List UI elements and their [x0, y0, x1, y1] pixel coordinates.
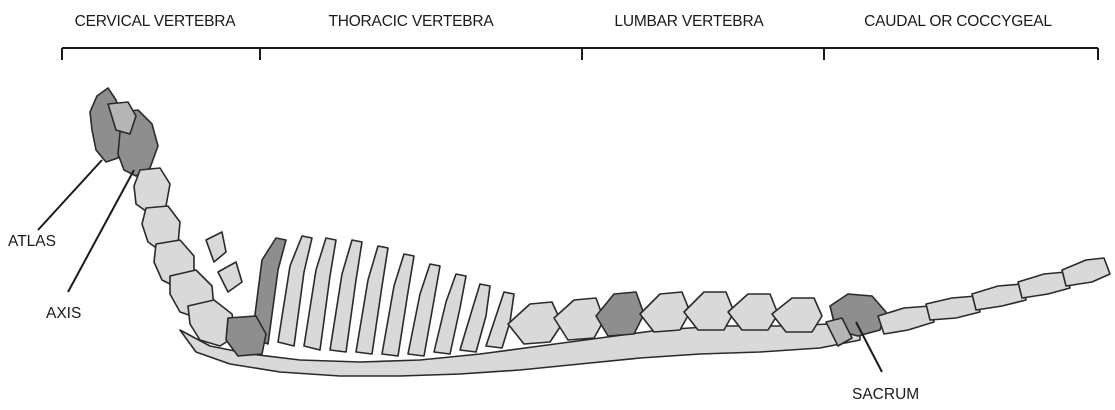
lumbar-vertebra — [728, 294, 778, 330]
caudal-vertebra — [1018, 272, 1070, 298]
spine-illustration — [90, 88, 1110, 376]
caudal-vertebra — [972, 284, 1026, 310]
thoracic-rib — [460, 284, 490, 352]
thoracic-rib — [330, 240, 362, 352]
region-label-thoracic: THORACIC VERTEBRA — [328, 13, 494, 30]
cervical-process — [218, 262, 242, 292]
lumbar-vertebra-dark — [596, 292, 644, 336]
atlas-leader-line — [38, 160, 102, 230]
part-label-sacrum: SACRUM — [852, 386, 919, 403]
thoracic-rib — [382, 254, 414, 356]
region-label-cervical: CERVICAL VERTEBRA — [75, 13, 237, 30]
part-label-atlas: ATLAS — [8, 233, 56, 250]
caudal-vertebra — [878, 306, 934, 334]
axis-leader-line — [68, 170, 134, 292]
region-label-lumbar: LUMBAR VERTEBRA — [614, 13, 764, 30]
region-bracket — [62, 48, 1098, 60]
thoracic-rib — [356, 246, 388, 354]
caudal-vertebra — [1062, 258, 1110, 286]
thoracic-rib — [434, 274, 466, 354]
caudal-vertebra — [926, 296, 980, 320]
lumbar-vertebra — [554, 298, 604, 340]
lumbar-vertebra — [508, 302, 562, 344]
part-label-axis: AXIS — [46, 305, 81, 322]
lumbar-vertebra — [640, 292, 690, 332]
thoracic-rib — [486, 292, 514, 348]
thoracic-rib — [408, 264, 440, 356]
lumbar-vertebra — [684, 292, 734, 330]
region-label-caudal: CAUDAL OR COCCYGEAL — [864, 13, 1052, 30]
cervical-process — [206, 232, 226, 262]
